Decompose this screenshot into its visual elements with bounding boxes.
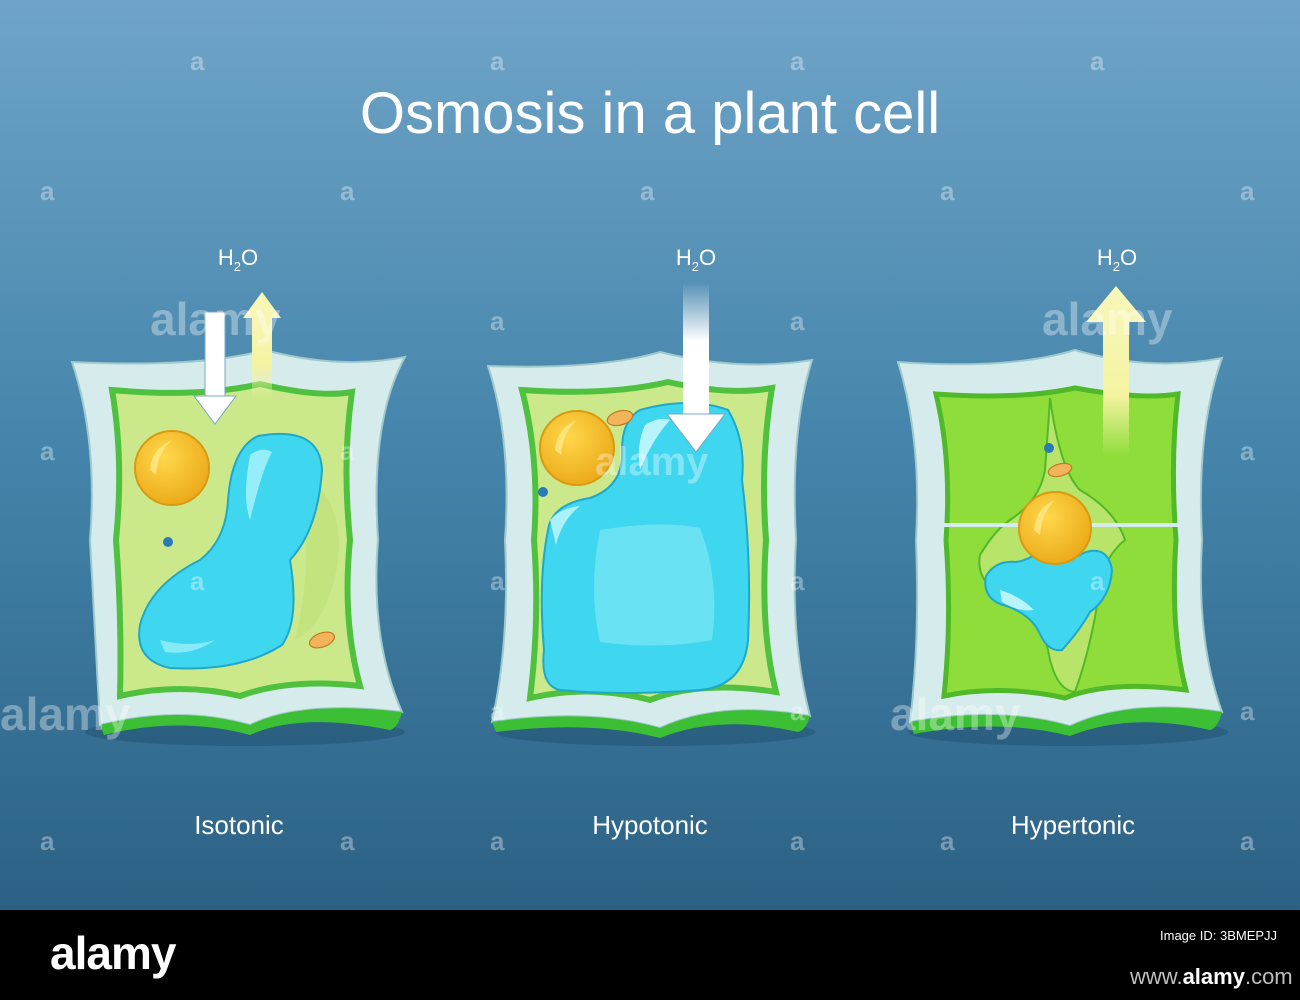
water-symbol-o: O bbox=[241, 245, 258, 270]
stock-logo: alamy bbox=[50, 927, 176, 979]
image-id-row: Image ID: 3BMEPJJ bbox=[1160, 928, 1277, 943]
site-prefix: www. bbox=[1130, 964, 1183, 989]
watermark-small: a bbox=[340, 826, 355, 856]
cell-wall-edge bbox=[100, 708, 402, 735]
cell-label-hypotonic: Hypotonic bbox=[592, 810, 708, 840]
watermark-small: a bbox=[340, 436, 355, 466]
watermark: alamy bbox=[1042, 293, 1173, 345]
vacuole bbox=[138, 432, 324, 670]
mitochondrion bbox=[606, 409, 634, 427]
mitochondrion bbox=[1047, 462, 1073, 478]
watermark-small: a bbox=[490, 46, 505, 76]
water-label: H2O bbox=[1097, 245, 1137, 274]
cell-wall-edge bbox=[492, 710, 810, 738]
watermark-small: a bbox=[190, 46, 205, 76]
vacuole bbox=[984, 548, 1114, 652]
site-suffix: .com bbox=[1244, 964, 1293, 989]
watermark-layer: alamy alamy alamy alamy alamy a a a a a … bbox=[0, 46, 1255, 856]
watermark-small: a bbox=[190, 566, 205, 596]
nucleus-highlight bbox=[1034, 500, 1055, 535]
image-id: 3BMEPJJ bbox=[1219, 928, 1278, 943]
watermark-small: a bbox=[1090, 46, 1105, 76]
cell-wall-edge bbox=[910, 707, 1222, 736]
watermark-small: a bbox=[790, 826, 805, 856]
mitochondrion bbox=[308, 631, 336, 649]
stock-footer: alamy Image ID: 3BMEPJJ www.alamy.com bbox=[0, 910, 1300, 1000]
organelle bbox=[1044, 443, 1054, 453]
cell-isotonic: H2O Isotonic bbox=[70, 245, 407, 840]
water-in-arrow bbox=[665, 282, 727, 453]
watermark-small: a bbox=[790, 306, 805, 336]
cell-hypertonic: H2O Hypertonic bbox=[896, 245, 1228, 840]
water-in-arrow bbox=[193, 311, 237, 425]
nucleus-highlight bbox=[555, 420, 577, 455]
watermark-small: a bbox=[1240, 696, 1255, 726]
water-symbol-o: O bbox=[1120, 245, 1137, 270]
watermark: alamy bbox=[890, 688, 1021, 740]
watermark-small: a bbox=[40, 176, 55, 206]
water-symbol: H bbox=[218, 245, 234, 270]
water-out-arrow bbox=[1086, 286, 1146, 456]
watermark-small: a bbox=[940, 826, 955, 856]
watermark-small: a bbox=[940, 176, 955, 206]
watermark-small: a bbox=[1240, 826, 1255, 856]
nucleus bbox=[539, 410, 615, 486]
diagram-title: Osmosis in a plant cell bbox=[360, 81, 940, 146]
image-id-label: Image ID: bbox=[1160, 928, 1217, 943]
watermark-small: a bbox=[490, 306, 505, 336]
watermark-small: a bbox=[490, 826, 505, 856]
watermark: alamy bbox=[150, 293, 281, 345]
cell-hypotonic: H2O Hypotonic bbox=[486, 245, 815, 840]
water-out-arrow bbox=[243, 292, 281, 400]
nucleus bbox=[1018, 491, 1092, 565]
watermark: alamy bbox=[595, 440, 709, 484]
watermark-small: a bbox=[490, 566, 505, 596]
water-subscript: 2 bbox=[234, 259, 241, 274]
vacuole-highlight bbox=[638, 418, 670, 470]
nucleus-highlight bbox=[150, 440, 172, 475]
nucleus bbox=[134, 430, 210, 506]
stock-site-url: www.alamy.com bbox=[1130, 964, 1293, 990]
water-label: H2O bbox=[218, 245, 258, 274]
watermark-small: a bbox=[1240, 176, 1255, 206]
watermark-small: a bbox=[1240, 436, 1255, 466]
vacuole-highlight bbox=[550, 506, 580, 545]
watermark-small: a bbox=[340, 176, 355, 206]
water-symbol-o: O bbox=[699, 245, 716, 270]
vacuole-highlight bbox=[246, 449, 272, 520]
watermark-small: a bbox=[790, 566, 805, 596]
water-subscript: 2 bbox=[692, 259, 699, 274]
watermark-small: a bbox=[790, 46, 805, 76]
cell-label-hypertonic: Hypertonic bbox=[1011, 810, 1135, 840]
cell-label-isotonic: Isotonic bbox=[194, 810, 284, 840]
watermark-small: a bbox=[40, 436, 55, 466]
watermark-small: a bbox=[790, 696, 805, 726]
water-label: H2O bbox=[676, 245, 716, 274]
water-symbol: H bbox=[1097, 245, 1113, 270]
vacuole-highlight bbox=[1000, 590, 1034, 611]
watermark-small: a bbox=[1090, 566, 1105, 596]
watermark-small: a bbox=[40, 826, 55, 856]
watermark: alamy bbox=[0, 688, 131, 740]
vacuole-inner bbox=[594, 524, 715, 646]
watermark-small: a bbox=[490, 696, 505, 726]
vacuole-highlight bbox=[160, 640, 215, 653]
site-name: alamy bbox=[1182, 964, 1245, 989]
water-symbol: H bbox=[676, 245, 692, 270]
osmosis-diagram: Osmosis in a plant cell H2O bbox=[0, 0, 1300, 910]
water-subscript: 2 bbox=[1113, 259, 1120, 274]
watermark-small: a bbox=[640, 176, 655, 206]
organelle bbox=[538, 487, 548, 497]
organelle bbox=[163, 537, 173, 547]
